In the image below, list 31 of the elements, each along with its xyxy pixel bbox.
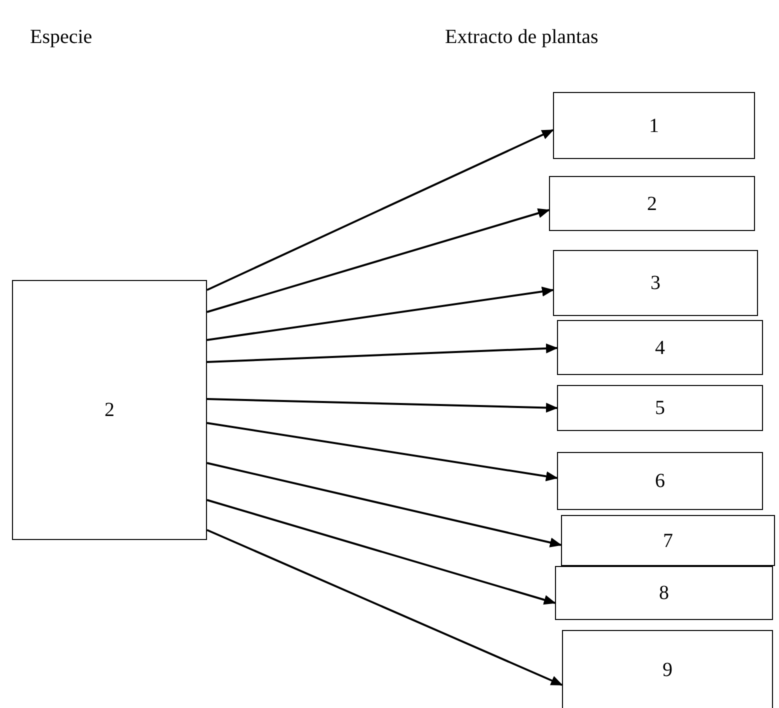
box bbox=[557, 385, 763, 431]
number-label: 6 bbox=[655, 469, 665, 494]
number-label: 5 bbox=[655, 396, 665, 421]
arrow bbox=[206, 529, 563, 686]
box bbox=[555, 566, 773, 620]
box bbox=[562, 630, 773, 708]
number-label: 1 bbox=[649, 114, 659, 138]
box bbox=[553, 250, 758, 316]
box bbox=[561, 515, 775, 566]
box bbox=[553, 92, 755, 159]
number-label: 4 bbox=[655, 336, 665, 360]
arrow bbox=[206, 286, 554, 341]
column-heading: Especie bbox=[30, 25, 92, 50]
arrow bbox=[206, 462, 562, 548]
arrow bbox=[206, 129, 554, 291]
arrow bbox=[206, 343, 558, 363]
number-label: 9 bbox=[662, 658, 672, 682]
number-label: 2 bbox=[104, 398, 114, 423]
arrow bbox=[206, 499, 556, 605]
number-label: 3 bbox=[650, 271, 660, 296]
box bbox=[557, 452, 763, 510]
box bbox=[12, 280, 207, 540]
box bbox=[557, 320, 763, 375]
box bbox=[549, 176, 755, 231]
arrow bbox=[206, 398, 558, 413]
column-heading: Extracto de plantas bbox=[445, 25, 598, 50]
number-label: 2 bbox=[647, 192, 657, 216]
number-label: 8 bbox=[659, 581, 669, 606]
arrow bbox=[206, 422, 558, 482]
arrow bbox=[206, 208, 550, 313]
number-label: 7 bbox=[663, 528, 673, 554]
